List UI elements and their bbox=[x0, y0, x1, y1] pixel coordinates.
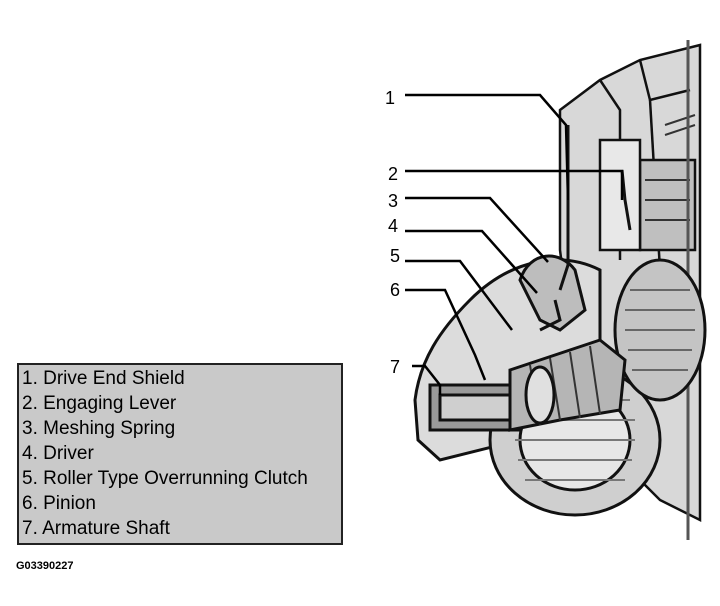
callout-number-2: 2 bbox=[388, 164, 399, 184]
leader-line-3 bbox=[405, 196, 549, 263]
callout-leader-lines bbox=[405, 93, 624, 395]
legend-item-driver: 4. Driver bbox=[22, 443, 94, 464]
leader-line-5 bbox=[405, 259, 513, 331]
leader-line-7 bbox=[412, 364, 442, 395]
legend-item-armature-shaft: 7. Armature Shaft bbox=[22, 518, 170, 539]
legend-item-engaging-lever: 2. Engaging Lever bbox=[22, 393, 177, 414]
leader-line-4 bbox=[405, 229, 538, 294]
legend-item-overrunning-clutch: 5. Roller Type Overrunning Clutch bbox=[22, 468, 308, 489]
leader-line-2 bbox=[405, 169, 624, 200]
legend-item-drive-end-shield: 1. Drive End Shield bbox=[22, 368, 185, 389]
legend-item-meshing-spring: 3. Meshing Spring bbox=[22, 418, 176, 439]
callout-number-3: 3 bbox=[388, 191, 399, 211]
callout-number-7: 7 bbox=[390, 357, 401, 377]
callout-number-4: 4 bbox=[388, 216, 399, 236]
callout-number-5: 5 bbox=[390, 246, 401, 266]
legend-item-pinion: 6. Pinion bbox=[22, 493, 96, 514]
callout-number-1: 1 bbox=[385, 88, 396, 108]
legend: 1. Drive End Shield 2. Engaging Lever 3.… bbox=[17, 363, 343, 545]
leader-line-1 bbox=[405, 93, 570, 201]
leader-line-6 bbox=[405, 288, 487, 381]
figure-code: G03390227 bbox=[16, 560, 74, 572]
pinion-shaft-assembly bbox=[428, 338, 627, 432]
callout-number-6: 6 bbox=[390, 280, 401, 300]
